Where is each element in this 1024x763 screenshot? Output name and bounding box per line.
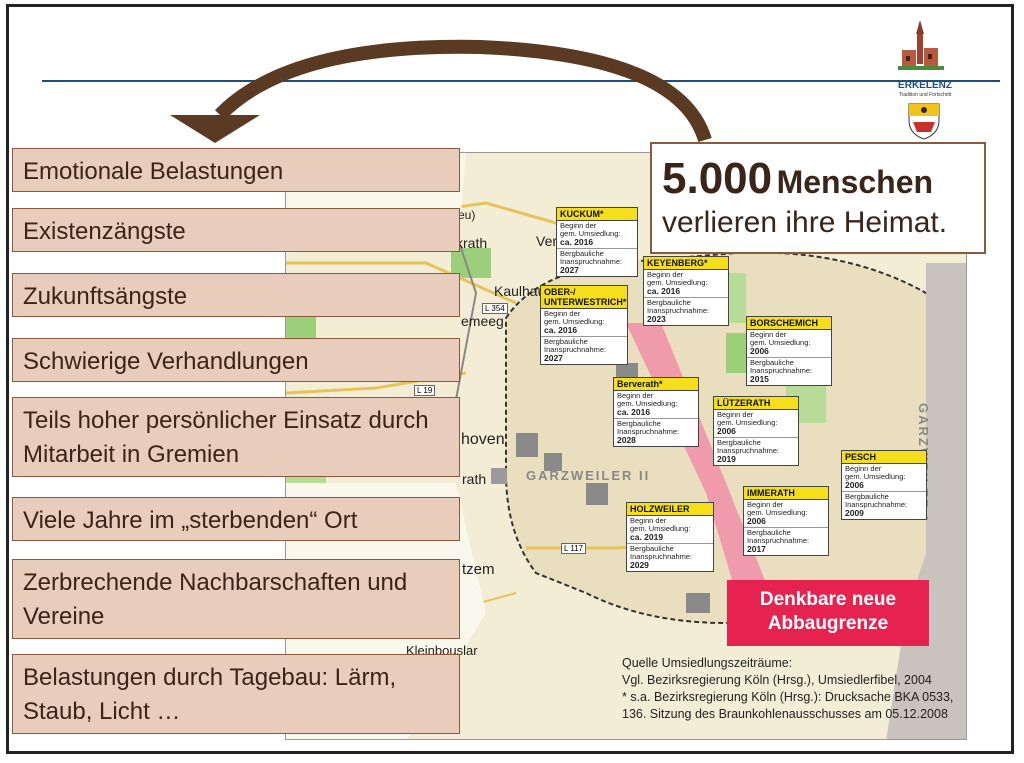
curved-arrow-icon: [170, 39, 712, 143]
place-kaulhau: Kaulhau: [494, 283, 546, 299]
item-zerbrechende-nachbarschaften: Zerbrechende Nachbarschaften und Vereine: [12, 559, 460, 639]
road-l117: L 117: [561, 543, 587, 554]
logo-title: ERKELENZ: [898, 80, 952, 91]
people-count: 5.000: [662, 154, 773, 203]
item-schwierige-verhandlungen: Schwierige Verhandlungen: [12, 338, 460, 382]
place-krath: krath: [456, 235, 488, 251]
item-persoenlicher-einsatz: Teils hoher persönlicher Einsatz durch M…: [12, 397, 460, 477]
people-word: Menschen: [776, 164, 934, 200]
item-zukunftsaengste: Zukunftsängste: [12, 273, 460, 317]
info-subline: verlieren ihre Heimat.: [662, 206, 948, 239]
denkbare-abbaugrenze-label: Denkbare neue Abbaugrenze: [727, 580, 929, 646]
slide-frame: [6, 4, 1014, 754]
garzweiler-ii-label: GARZWEILER II: [526, 468, 651, 483]
coat-of-arms-icon: [908, 103, 940, 140]
place-rath: rath: [462, 471, 487, 487]
item-sterbender-ort: Viele Jahre im „sterbenden“ Ort: [12, 497, 460, 541]
erkelenz-logo: ERKELENZ Tradition und Fortschritt: [880, 20, 970, 140]
place-eu: eu): [458, 208, 476, 222]
source-note: Quelle Umsiedlungszeiträume: Vgl. Bezirk…: [622, 656, 954, 721]
road-l354: L 354: [482, 303, 508, 314]
road-l19: L 19: [414, 385, 436, 396]
item-existenzaengste: Existenzängste: [12, 208, 460, 252]
place-tzem: tzem: [462, 561, 495, 578]
item-belastungen-tagebau: Belastungen durch Tagebau: Lärm, Staub, …: [12, 654, 460, 734]
header-line: [42, 80, 1000, 82]
town-skyline-icon: [898, 20, 944, 70]
place-hoven: hoven: [461, 431, 505, 448]
place-ver: Ver: [536, 233, 558, 249]
logo-subtitle: Tradition und Fortschritt: [898, 92, 952, 98]
place-emeeg: emeeg: [461, 313, 504, 329]
info-box: 5.000 Menschen verlieren ihre Heimat.: [650, 142, 986, 254]
item-emotionale-belastungen: Emotionale Belastungen: [12, 148, 460, 192]
